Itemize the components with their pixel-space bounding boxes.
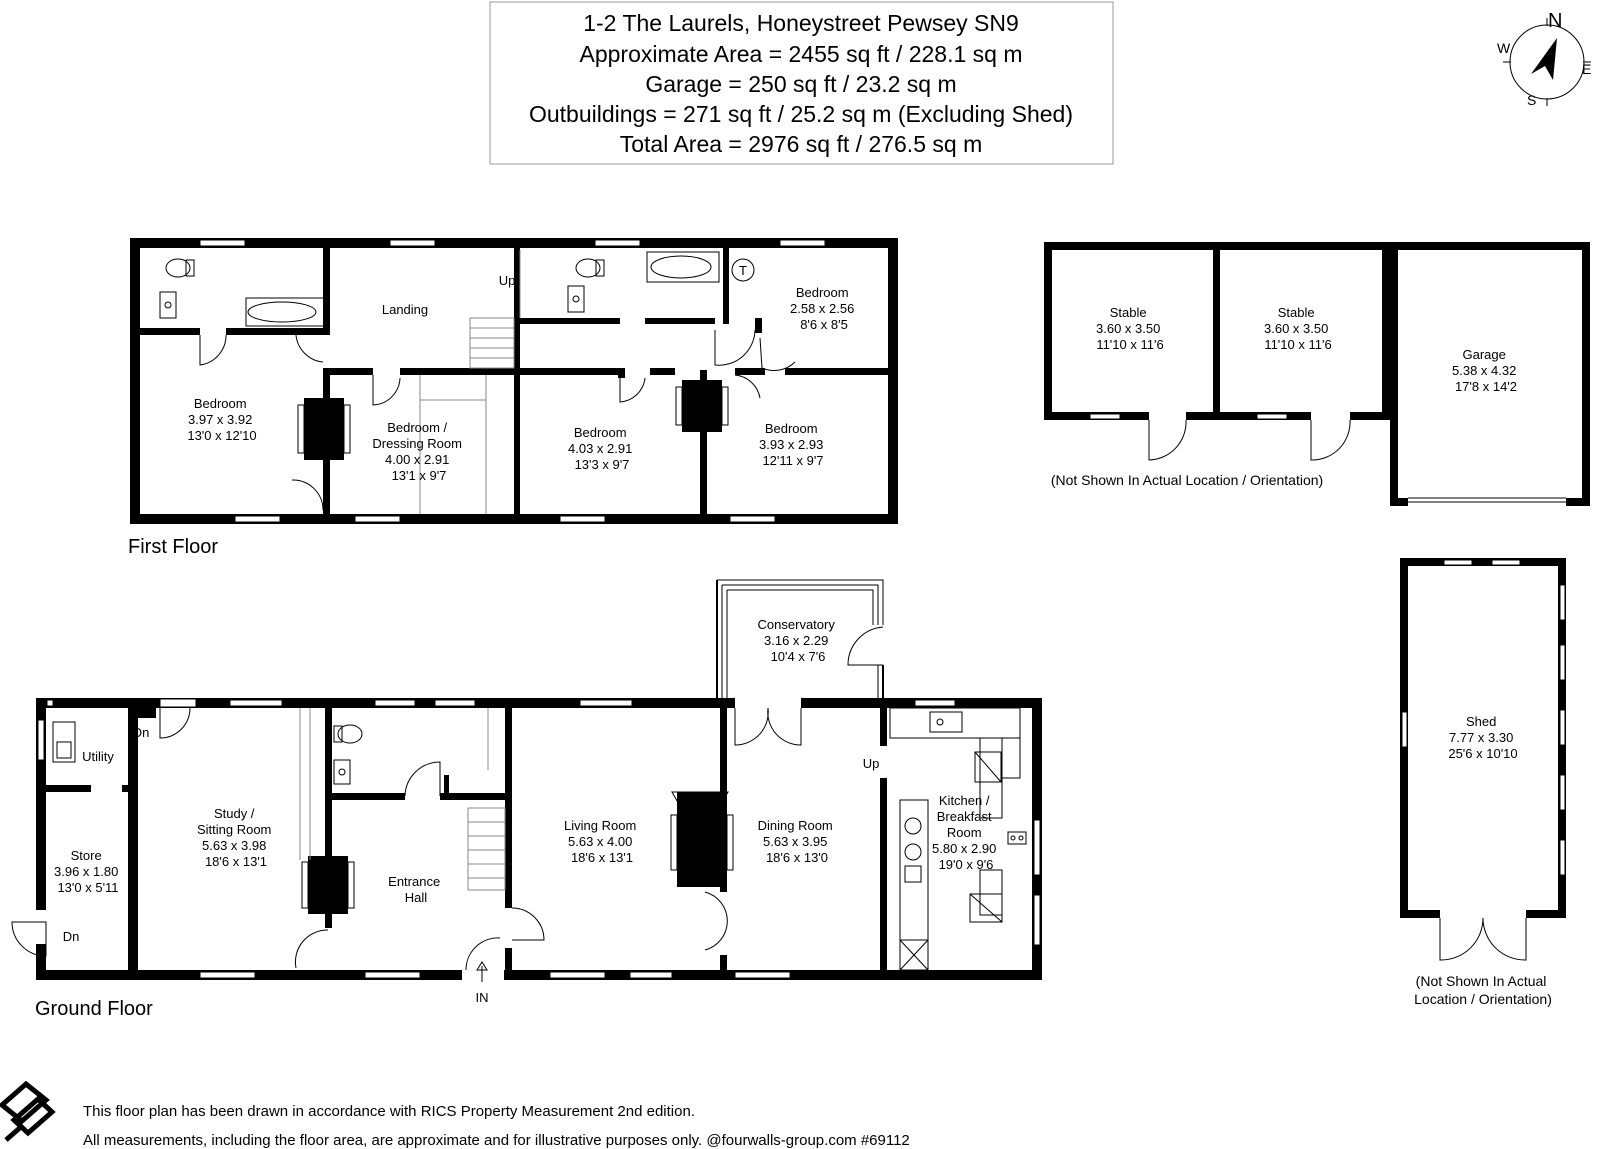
living-room-label: Living Room 5.63 x 4.00 18'6 x 13'1 bbox=[564, 818, 640, 865]
compass-west: W bbox=[1497, 40, 1511, 56]
entrance-arrow-icon bbox=[476, 961, 488, 982]
approximate-area: Approximate Area = 2455 sq ft / 228.1 sq… bbox=[579, 41, 1022, 67]
compass-south: S bbox=[1527, 92, 1536, 108]
shed-location-note: (Not Shown In Actual Location / Orientat… bbox=[1414, 973, 1552, 1007]
kitchen-units bbox=[889, 707, 1021, 971]
property-address: 1-2 The Laurels, Honeystreet Pewsey SN9 bbox=[583, 10, 1019, 36]
water-tank-icon: T bbox=[731, 258, 755, 282]
first-floor-plan: T Bedroom 3.97 x 3.92 13'0 x 12'10 Landi… bbox=[128, 238, 898, 558]
total-area: Total Area = 2976 sq ft / 276.5 sq m bbox=[620, 131, 982, 157]
kitchen-label: Kitchen / Breakfast Room 5.80 x 2.90 19'… bbox=[932, 793, 1000, 872]
stable-2-label: Stable 3.60 x 3.50 11'10 x 11'6 bbox=[1264, 305, 1332, 352]
outbuildings-location-note: (Not Shown In Actual Location / Orientat… bbox=[1051, 472, 1323, 488]
sink-icon bbox=[52, 721, 76, 763]
utility-label: Utility bbox=[82, 749, 114, 764]
bath-icon bbox=[245, 297, 325, 327]
study-label: Study / Sitting Room 5.63 x 3.98 18'6 x … bbox=[197, 806, 275, 869]
compass-east: E bbox=[1582, 61, 1591, 77]
cooker-icon bbox=[1007, 831, 1027, 845]
toilet-icon bbox=[333, 724, 363, 744]
toilet-icon bbox=[575, 258, 605, 278]
shed-plan: Shed 7.77 x 3.30 25'6 x 10'10 (Not Shown… bbox=[1400, 558, 1566, 1007]
shed-label: Shed 7.77 x 3.30 25'6 x 10'10 bbox=[1448, 714, 1517, 761]
outbuildings-plan: Stable 3.60 x 3.50 11'10 x 11'6 Stable 3… bbox=[1044, 242, 1590, 506]
first-floor-title: First Floor bbox=[128, 536, 218, 558]
stable-1-label: Stable 3.60 x 3.50 11'10 x 11'6 bbox=[1096, 305, 1164, 352]
garage-label: Garage 5.38 x 4.32 17'8 x 14'2 bbox=[1452, 347, 1520, 394]
fourwalls-logo-icon bbox=[0, 1080, 56, 1142]
entrance-in-label: IN bbox=[476, 990, 489, 1005]
sink-icon bbox=[333, 759, 351, 785]
compass-north: N bbox=[1548, 10, 1562, 32]
entrance-hall-label: Entrance Hall bbox=[388, 874, 444, 905]
first-floor-up-label: Up bbox=[499, 273, 516, 288]
first-floor-bedroom-small-label: Bedroom 2.58 x 2.56 8'6 x 8'5 bbox=[790, 285, 858, 332]
compass-icon: N E S W bbox=[1497, 10, 1591, 108]
ground-floor-title: Ground Floor bbox=[35, 998, 153, 1020]
measurement-disclaimer: All measurements, including the floor ar… bbox=[83, 1132, 910, 1149]
dressing-room-label: Bedroom / Dressing Room 4.00 x 2.91 13'1… bbox=[372, 420, 465, 483]
ground-floor-plan: Conservatory 3.16 x 2.29 10'4 x 7'6 Util… bbox=[11, 579, 1042, 1020]
store-label: Store 3.96 x 1.80 13'0 x 5'11 bbox=[54, 848, 122, 895]
ground-floor-up-label: Up bbox=[863, 756, 880, 771]
bath-icon bbox=[646, 251, 720, 283]
landing-label: Landing bbox=[382, 302, 428, 317]
conservatory-label: Conservatory 3.16 x 2.29 10'4 x 7'6 bbox=[758, 617, 839, 664]
rics-disclaimer: This floor plan has been drawn in accord… bbox=[83, 1103, 695, 1120]
first-floor-bedroom-1-label: Bedroom 3.97 x 3.92 13'0 x 12'10 bbox=[187, 396, 256, 443]
first-floor-bedroom-se-label: Bedroom 3.93 x 2.93 12'11 x 9'7 bbox=[759, 421, 827, 468]
dining-room-label: Dining Room 5.63 x 3.95 18'6 x 13'0 bbox=[758, 818, 837, 865]
utility-dn-label: Dn bbox=[133, 725, 150, 740]
garage-area: Garage = 250 sq ft / 23.2 sq m bbox=[645, 71, 956, 97]
sink-icon bbox=[159, 291, 177, 319]
sink-icon bbox=[929, 711, 963, 733]
store-dn-label: Dn bbox=[63, 929, 80, 944]
sink-icon bbox=[567, 285, 585, 313]
hob-icon bbox=[904, 817, 922, 883]
toilet-icon bbox=[165, 258, 195, 278]
outbuildings-area: Outbuildings = 271 sq ft / 25.2 sq m (Ex… bbox=[529, 101, 1073, 127]
area-summary-box: 1-2 The Laurels, Honeystreet Pewsey SN9 … bbox=[489, 1, 1114, 165]
first-floor-bedroom-mid-label: Bedroom 4.03 x 2.91 13'3 x 9'7 bbox=[568, 425, 636, 472]
water-tank-label: T bbox=[739, 263, 747, 278]
